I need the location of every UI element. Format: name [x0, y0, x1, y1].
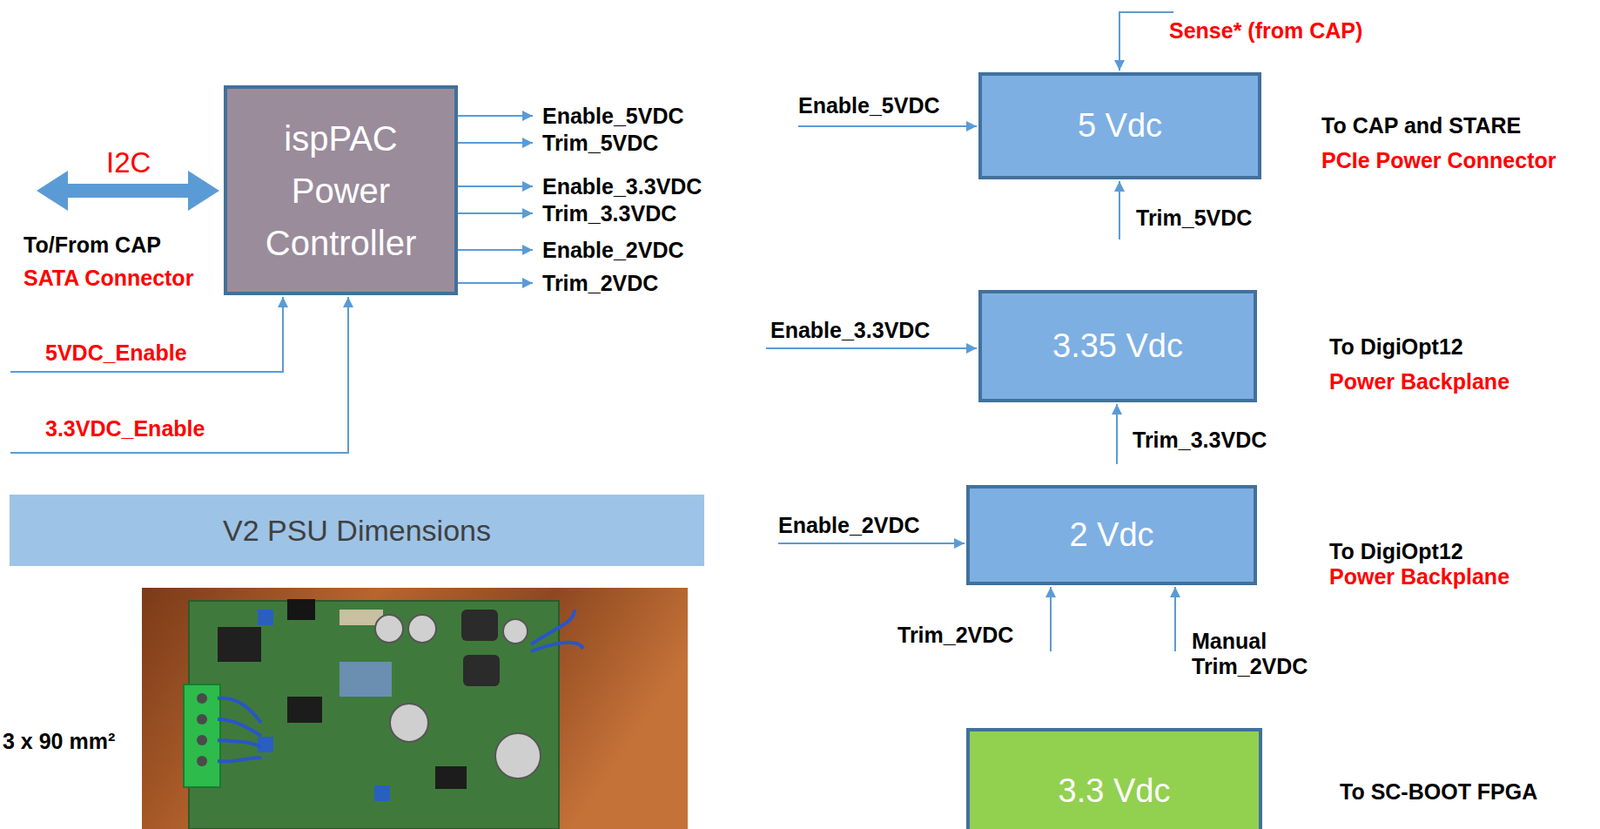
- input-wires: [10, 296, 349, 453]
- connector-name: Power Backplane: [1329, 369, 1510, 395]
- destination-note: To SC-BOOT FPGA: [1339, 779, 1538, 805]
- controller-box: ispPAC Power Controller: [223, 85, 458, 296]
- signal-name: Enable_5VDC: [542, 103, 685, 129]
- connector-name: PCIe Power Connector: [1321, 147, 1557, 174]
- regulator-box: 5 Vdc: [978, 72, 1262, 180]
- node-label: V2 PSU Dimensions: [222, 512, 491, 549]
- signal-name: 5VDC_Enable: [45, 340, 188, 366]
- node-label: ispPAC Power Controller: [254, 112, 429, 269]
- signal-name: 3.3VDC_Enable: [45, 416, 205, 442]
- output-arrows: [457, 115, 533, 283]
- signal-name: Trim_3.3VDC: [1132, 427, 1267, 453]
- node-label: 2 Vdc: [1068, 515, 1154, 556]
- node-label: 3.35 Vdc: [1052, 326, 1184, 367]
- signal-name: Enable_3.3VDC: [542, 174, 702, 200]
- signal-name: Trim_3.3VDC: [542, 201, 677, 227]
- connection-note: To/From CAP: [23, 232, 162, 258]
- signal-name: Trim_5VDC: [542, 130, 659, 156]
- signal-name: Manual Trim_2VDC: [1191, 628, 1323, 679]
- signal-name: Trim_2VDC: [897, 622, 1014, 648]
- psu-photo: [141, 587, 688, 829]
- destination-note: To DigiOpt12: [1329, 334, 1464, 360]
- bus-name: I2C: [106, 146, 151, 180]
- signal-name: Enable_2VDC: [778, 512, 921, 538]
- destination-note: To CAP and STARE: [1321, 113, 1521, 139]
- signal-name: Enable_3.3VDC: [770, 317, 930, 343]
- signal-name: Trim_5VDC: [1136, 205, 1252, 231]
- destination-note: To DigiOpt12: [1329, 538, 1464, 565]
- node-label: 5 Vdc: [1077, 106, 1163, 147]
- regulator-box: 3.35 Vdc: [978, 289, 1258, 403]
- signal-name: Enable_5VDC: [798, 93, 941, 119]
- connector-name: Power Backplane: [1329, 564, 1510, 590]
- node-label: 3.3 Vdc: [1058, 771, 1171, 812]
- dimension: 3 x 90 mm²: [2, 728, 115, 754]
- signal-name: Trim_2VDC: [542, 270, 659, 296]
- connector-name: SATA Connector: [23, 265, 194, 291]
- section-band: V2 PSU Dimensions: [9, 494, 705, 566]
- signal-name: Enable_2VDC: [542, 237, 685, 263]
- regulator-box: 3.3 Vdc: [966, 727, 1263, 829]
- signal-name: Sense* (from CAP): [1169, 18, 1363, 44]
- regulator-box: 2 Vdc: [966, 484, 1258, 585]
